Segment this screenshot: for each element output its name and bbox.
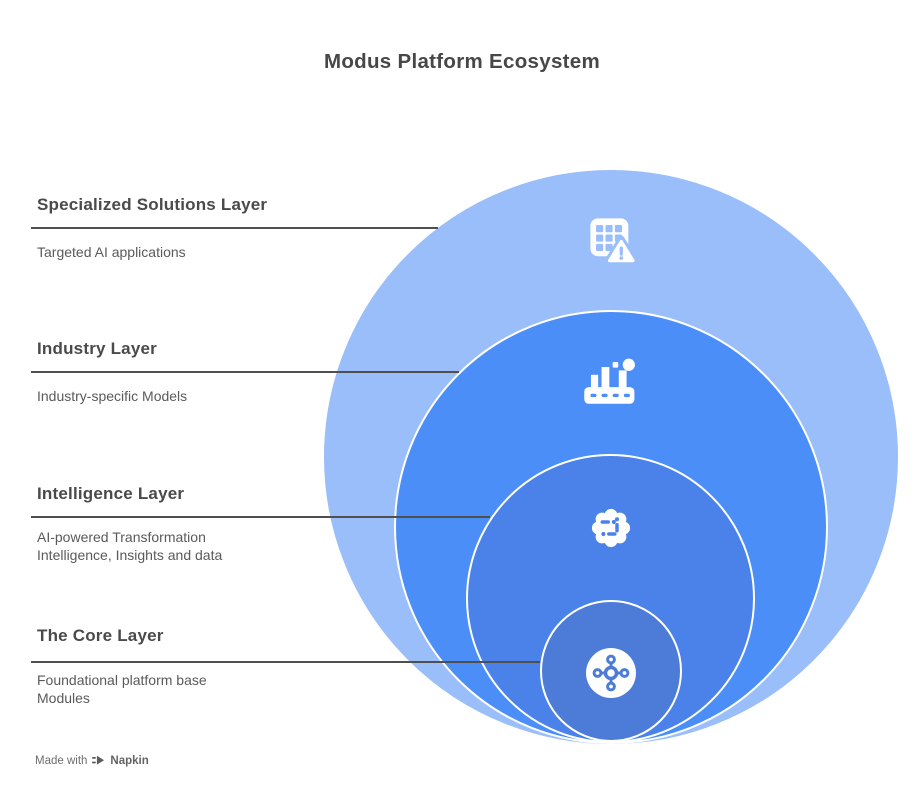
layer-description: Targeted AI applications (37, 244, 186, 260)
connector-line (31, 227, 438, 229)
network-hub-icon (585, 647, 637, 704)
factory-icon (582, 357, 640, 411)
layer-label-specialized-solutions: Specialized Solutions Layer (37, 195, 267, 215)
attribution: Made with Napkin (35, 754, 149, 767)
connector-line (31, 661, 540, 663)
layer-description: AI-powered Transformation Intelligence, … (37, 529, 223, 563)
layer-title: Industry Layer (37, 339, 157, 358)
ring-core (540, 600, 682, 742)
layer-label-intelligence: Intelligence Layer (37, 484, 184, 504)
connector-line (31, 516, 490, 518)
page-title: Modus Platform Ecosystem (323, 50, 601, 73)
layer-title: The Core Layer (37, 626, 164, 645)
napkin-brand-text: Napkin (110, 754, 149, 767)
layer-label-core: The Core Layer (37, 626, 164, 646)
made-with-text: Made with (35, 754, 88, 767)
layer-description: Industry-specific Models (37, 388, 188, 404)
connector-line (31, 371, 459, 373)
napkin-logo-icon (92, 755, 105, 765)
table-alert-icon (585, 214, 639, 271)
layer-description: Foundational platform base Modules (37, 672, 207, 706)
layer-label-industry: Industry Layer (37, 339, 157, 359)
layer-title: Intelligence Layer (37, 484, 185, 503)
layer-title: Specialized Solutions Layer (37, 195, 268, 214)
ai-brain-icon (587, 504, 635, 557)
